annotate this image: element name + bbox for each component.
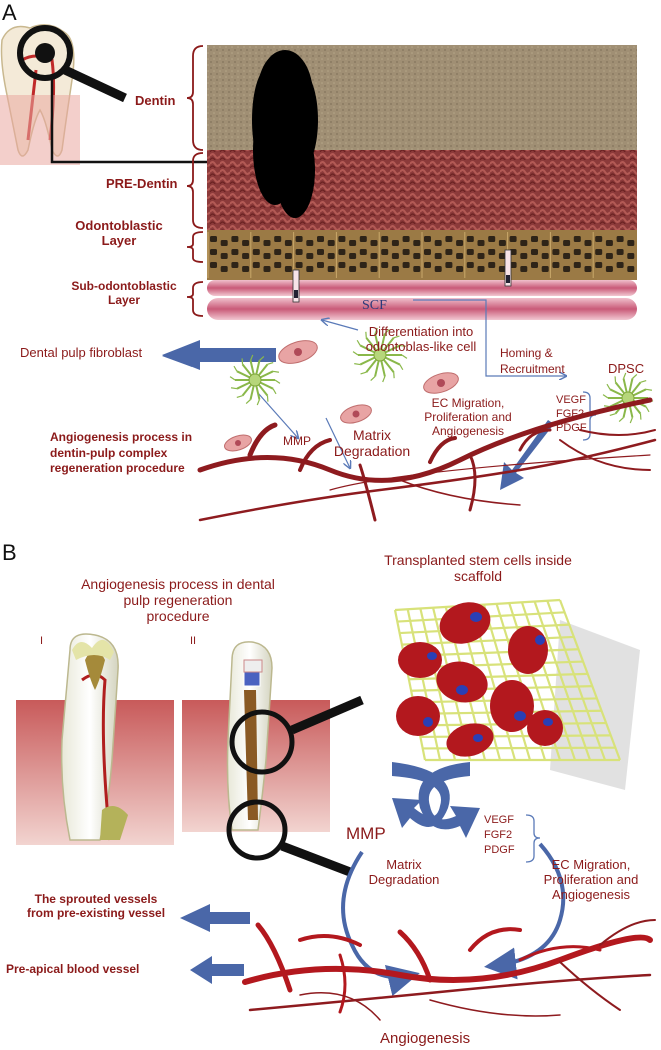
mmp-arrow (257, 392, 298, 438)
gf-fgf2-b: FGF2 (484, 828, 513, 841)
homing-line1: Homing & (500, 346, 553, 360)
angio-a-line3: regeneration procedure (50, 461, 185, 476)
sprouted-label: The sprouted vessels from pre-existing v… (2, 892, 190, 921)
matrix-b-line2: Degradation (368, 871, 440, 887)
homing-line2: Recruitment (500, 362, 565, 377)
homing-arrow (413, 299, 566, 376)
sub-odontoblastic-layer (207, 280, 637, 320)
ec-a-line1: EC Migration, (431, 396, 505, 410)
ec-b-line3: Angiogenesis (551, 886, 631, 902)
sprouted-arrow (180, 904, 250, 932)
small-cell-2 (224, 434, 252, 452)
diff-arrow (322, 320, 359, 331)
ec-b-line1: EC Migration, (551, 857, 631, 872)
title-b: Angiogenesis process in dental pulp rege… (56, 576, 300, 624)
tooth-panel-1 (16, 633, 174, 845)
stem-line1: Transplanted stem cells inside (384, 552, 572, 568)
roman-ii: II (190, 635, 197, 647)
panel-letter-a: A (2, 0, 17, 25)
gf-fgf2-a: FGF2 (556, 407, 585, 420)
dentin-label: Dentin (135, 93, 176, 108)
vessels-a (197, 397, 657, 522)
sub-line1: Sub-odontoblastic (71, 279, 177, 293)
scf-label: SCF (362, 298, 387, 313)
magnifier-icon (17, 25, 73, 81)
matrix-label-b: Matrix Degradation (364, 857, 444, 888)
stem-cells-label: Transplanted stem cells inside scaffold (366, 552, 590, 584)
sprouted-line1: The sprouted vessels (34, 892, 158, 906)
growth-factors-b: VEGF FGF2 PDGF (484, 813, 515, 858)
odontoblastic-line2: Layer (101, 232, 137, 248)
gf-pdgf-a: PDGF (556, 421, 587, 434)
mmp-label-a: MMP (283, 434, 311, 448)
matrix-a-line1: Matrix (352, 427, 392, 443)
fibroblast-arrow-head (162, 340, 276, 370)
layer-braces (186, 45, 204, 317)
mmp-label-b: MMP (346, 824, 386, 843)
ec-label-a: EC Migration, Proliferation and Angiogen… (404, 396, 532, 438)
matrix-b-line1: Matrix (386, 857, 422, 872)
ec-label-b: EC Migration, Proliferation and Angiogen… (522, 857, 660, 903)
matrix-arrow (325, 417, 350, 468)
sub-odontoblastic-label: Sub-odontoblastic Layer (60, 279, 188, 308)
matrix-curve-arrow (341, 850, 420, 997)
matrix-label-a: Matrix Degradation (332, 427, 412, 459)
gf-pdgf-b: PDGF (484, 843, 515, 856)
odontoblastic-label: Odontoblastic Layer (64, 218, 174, 249)
fibroblast-cell (278, 340, 318, 364)
black-blob (252, 50, 318, 218)
angio-a-line2: dentin-pulp complex (50, 445, 168, 460)
magnifier-circle-lower (226, 799, 288, 861)
roman-i: I (40, 635, 44, 647)
small-cell-1 (340, 404, 372, 424)
homing-label: Homing & Recruitment (500, 345, 565, 377)
migrating-cell (423, 372, 459, 394)
angio-a-line1: Angiogenesis process in (50, 430, 193, 444)
sprouted-line2: from pre-existing vessel (26, 905, 166, 920)
gf-vegf-a: VEGF (556, 394, 586, 406)
gf-vegf-b: VEGF (484, 814, 514, 826)
pre-apical-label: Pre-apical blood vessel (6, 962, 140, 976)
scaffold (393, 598, 640, 790)
stem-line2: scaffold (454, 568, 502, 585)
magnifier-handle-lower (280, 841, 352, 877)
magnifier-handle (63, 65, 127, 103)
title-b-line3: procedure (146, 608, 210, 625)
matrix-a-line2: Degradation (333, 443, 411, 460)
magnifier-circle-upper (229, 709, 295, 775)
title-b-line2: pulp regeneration (123, 592, 233, 609)
fibroblast-label: Dental pulp fibroblast (20, 345, 143, 360)
differentiation-line2: odontoblas-like cell (365, 338, 477, 354)
panel-letter-b: B (2, 540, 17, 565)
ec-a-line2: Proliferation and (424, 409, 512, 424)
magnifier-handle-upper (290, 695, 364, 735)
gf-bracket-b (525, 814, 541, 863)
odontoblastic-line1: Odontoblastic (75, 218, 163, 233)
differentiation-line1: Differentiation into (368, 324, 474, 339)
angiogenesis-label: Angiogenesis (380, 1030, 471, 1047)
pre-dentin-label: PRE-Dentin (106, 176, 178, 191)
dpsc-label: DPSC (608, 361, 645, 376)
ec-a-line3: Angiogenesis (431, 423, 505, 438)
twist-arrows (392, 762, 480, 838)
growth-factors-a: VEGF FGF2 PDGF (556, 394, 587, 435)
sub-line2: Layer (107, 292, 141, 307)
stem-cells (229, 327, 654, 424)
title-b-line1: Angiogenesis process in dental (81, 576, 275, 592)
angio-label-a: Angiogenesis process in dentin-pulp comp… (50, 430, 192, 477)
pointer-arrow (50, 78, 267, 175)
gf-bracket-a (582, 391, 597, 441)
ec-b-line2: Proliferation and (543, 871, 639, 887)
gf-arrow (500, 420, 554, 490)
vessels-b (242, 919, 656, 1021)
preapical-arrow (190, 956, 244, 984)
odontoblast-cells (207, 232, 635, 278)
differentiation-label: Differentiation into odontoblas-like cel… (350, 324, 492, 355)
